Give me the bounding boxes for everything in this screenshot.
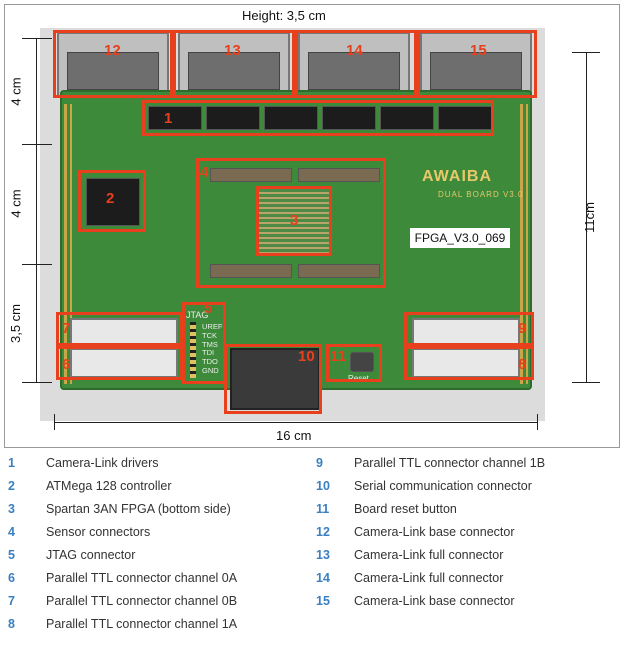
callout-box-6 xyxy=(56,346,182,380)
awaiba-logo: AWAIBA xyxy=(422,168,492,185)
callout-number: 14 xyxy=(346,42,363,59)
callout-box-10 xyxy=(224,344,322,414)
serial-connector xyxy=(230,348,320,410)
callout-number: 5 xyxy=(204,300,213,317)
sensor-connector xyxy=(210,264,292,278)
reset-button xyxy=(350,352,374,372)
jtag-pin-gnd: GND xyxy=(202,365,219,375)
jtag-pin-list: UREF TCK TMS TDI TDO GND xyxy=(202,322,223,376)
callout-box-9 xyxy=(404,312,534,346)
callout-number: 9 xyxy=(518,320,527,337)
fpga-version-label: FPGA_V3.0_069 xyxy=(410,228,510,248)
left-dim-label-2: 4 cm xyxy=(8,189,24,218)
right-dimension-line xyxy=(586,52,587,382)
sensor-connector xyxy=(298,264,380,278)
dim-tick xyxy=(22,382,52,383)
callout-number: 8 xyxy=(518,356,527,373)
callout-box-1 xyxy=(142,100,494,136)
dim-tick xyxy=(572,382,600,383)
edge-pads-left xyxy=(64,104,72,384)
fpga-bga-footprint xyxy=(258,188,330,254)
right-dim-label: 11cm xyxy=(581,202,597,233)
dim-tick xyxy=(22,38,52,39)
callout-number: 3 xyxy=(290,212,299,229)
callout-number: 11 xyxy=(330,348,346,365)
driver-chip xyxy=(438,106,492,130)
callout-number: 4 xyxy=(200,164,209,181)
left-dim-label-3: 3,5 cm xyxy=(8,303,24,344)
callout-number: 15 xyxy=(470,42,487,59)
callout-box-5 xyxy=(182,302,226,384)
dim-tick xyxy=(54,414,55,430)
driver-chip xyxy=(264,106,318,130)
jtag-label: JTAG xyxy=(186,310,209,320)
atmega-controller-chip xyxy=(86,178,140,226)
bottom-dimension-line xyxy=(54,422,538,423)
left-dim-label-1: 4 cm xyxy=(8,77,24,106)
callout-box-13 xyxy=(173,30,295,98)
height-label: Height: 3,5 cm xyxy=(242,8,326,23)
sensor-connector xyxy=(210,168,292,182)
driver-chip xyxy=(148,106,202,130)
callout-number: 2 xyxy=(106,190,115,207)
callout-box-3 xyxy=(256,186,332,256)
driver-chip xyxy=(322,106,376,130)
callout-number: 12 xyxy=(104,42,121,59)
callout-box-14 xyxy=(295,30,417,98)
dim-tick xyxy=(22,264,52,265)
callout-number: 1 xyxy=(164,110,173,127)
jtag-pin-uref: UREF xyxy=(202,322,223,331)
reset-label: Reset xyxy=(348,374,369,383)
jtag-pin-tdo: TDO xyxy=(202,357,218,367)
jtag-pin-tck: TCK xyxy=(202,330,217,340)
callout-number: 6 xyxy=(62,356,71,373)
board-subtitle: DUAL BOARD V3.0 xyxy=(438,190,524,199)
camera-link-connector-15 xyxy=(420,32,532,98)
dim-tick xyxy=(572,52,600,53)
edge-pads-right xyxy=(520,104,528,384)
width-label: 16 cm xyxy=(276,428,312,443)
callout-box-11 xyxy=(326,344,382,382)
callout-box-15 xyxy=(417,30,537,98)
jtag-pin-tdi: TDI xyxy=(202,348,215,358)
driver-chip xyxy=(206,106,260,130)
dim-tick xyxy=(22,144,52,145)
callout-box-4 xyxy=(196,158,386,288)
callout-box-8 xyxy=(404,346,534,380)
left-dimension-line xyxy=(36,38,37,382)
callout-box-12 xyxy=(53,30,173,98)
callout-number: 13 xyxy=(224,42,241,59)
driver-chip xyxy=(380,106,434,130)
callout-box-2 xyxy=(78,170,146,232)
dim-tick xyxy=(537,414,538,430)
ttl-connector-8 xyxy=(412,348,520,378)
camera-link-connector-14 xyxy=(298,32,410,98)
sensor-connector xyxy=(298,168,380,182)
callout-number: 10 xyxy=(298,348,315,365)
jtag-pin-header xyxy=(190,322,196,378)
jtag-pin-tms: TMS xyxy=(202,339,218,349)
callout-number: 7 xyxy=(62,320,71,337)
callout-box-7 xyxy=(56,312,182,346)
camera-link-connector-13 xyxy=(178,32,290,98)
